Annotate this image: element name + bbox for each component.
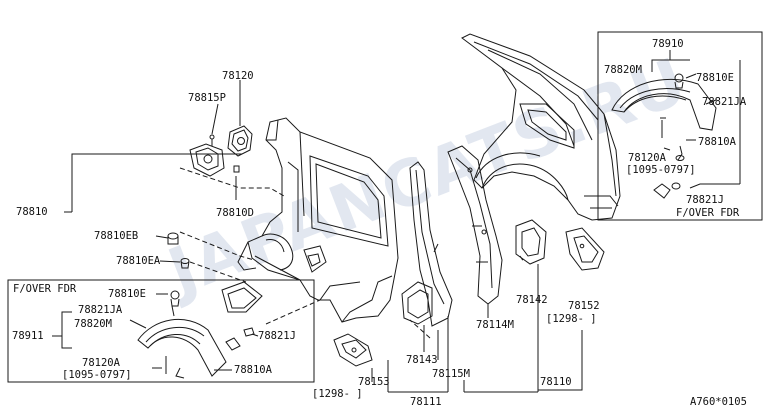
left-group-title: F/OVER FDR — [13, 283, 77, 295]
bracket-78142 — [515, 219, 547, 265]
callout-leaders — [155, 80, 241, 263]
outer-quarter-panel — [461, 33, 621, 221]
left-label-78911: 78911 — [12, 330, 44, 342]
right-label-78120A-range: [1095-0797] — [626, 164, 696, 176]
clip-78810D — [233, 165, 240, 173]
right-group-box — [597, 31, 763, 221]
right-fender-flare — [611, 73, 717, 199]
fuel-filler-housing — [189, 134, 225, 177]
bracket-78143 — [401, 281, 433, 325]
left-group-leaders — [52, 293, 259, 371]
fastener-78810EB — [167, 232, 179, 245]
left-label-78810A: 78810A — [234, 364, 272, 376]
left-label-78821J: 78821J — [258, 330, 296, 342]
right-group-title: F/OVER FDR — [676, 207, 740, 219]
right-label-78821JA: 78821JA — [702, 96, 747, 108]
label-78114M: 78114M — [476, 319, 514, 331]
rear-body-panel — [237, 117, 399, 323]
diagram-code: A760*0105 — [690, 396, 747, 408]
left-label-78810E: 78810E — [108, 288, 146, 300]
right-group-leaders — [651, 50, 741, 189]
label-78153-range: [1298- ] — [312, 388, 363, 400]
label-78115M: 78115M — [432, 368, 470, 380]
right-label-78820M: 78820M — [604, 64, 642, 76]
left-label-78120A: 78120A — [82, 357, 120, 369]
label-78152: 78152 — [568, 300, 600, 312]
label-78152-range: [1298- ] — [546, 313, 597, 325]
label-78810: 78810 — [16, 206, 48, 218]
label-78120: 78120 — [222, 70, 254, 82]
right-label-78810E: 78810E — [696, 72, 734, 84]
right-label-78821J: 78821J — [686, 194, 724, 206]
bracket-78153 — [333, 333, 373, 367]
label-78143: 78143 — [406, 354, 438, 366]
left-group-box — [7, 279, 315, 383]
fastener-78810EA — [180, 258, 190, 269]
bottom-leaders — [371, 264, 583, 393]
left-label-78821JA: 78821JA — [78, 304, 123, 316]
label-78142: 78142 — [516, 294, 548, 306]
left-fender-flare — [137, 290, 255, 379]
left-label-78820M: 78820M — [74, 318, 112, 330]
label-78111: 78111 — [410, 396, 442, 408]
right-label-78910: 78910 — [652, 38, 684, 50]
label-78153: 78153 — [358, 376, 390, 388]
label-78810D: 78810D — [216, 207, 254, 219]
bracket-78810 — [71, 153, 242, 212]
bracket-78152 — [565, 227, 605, 271]
gasket-78120 — [227, 125, 253, 157]
pillar-78115M — [409, 161, 453, 327]
label-78810EB: 78810EB — [94, 230, 139, 242]
label-78110: 78110 — [540, 376, 572, 388]
label-78810EA: 78810EA — [116, 255, 161, 267]
right-label-78810A: 78810A — [698, 136, 736, 148]
label-78815P: 78815P — [188, 92, 226, 104]
inner-panel-78114M — [447, 145, 503, 305]
left-label-78120A-range: [1095-0797] — [62, 369, 132, 381]
fuel-lid — [221, 281, 263, 313]
right-label-78120A: 78120A — [628, 152, 666, 164]
